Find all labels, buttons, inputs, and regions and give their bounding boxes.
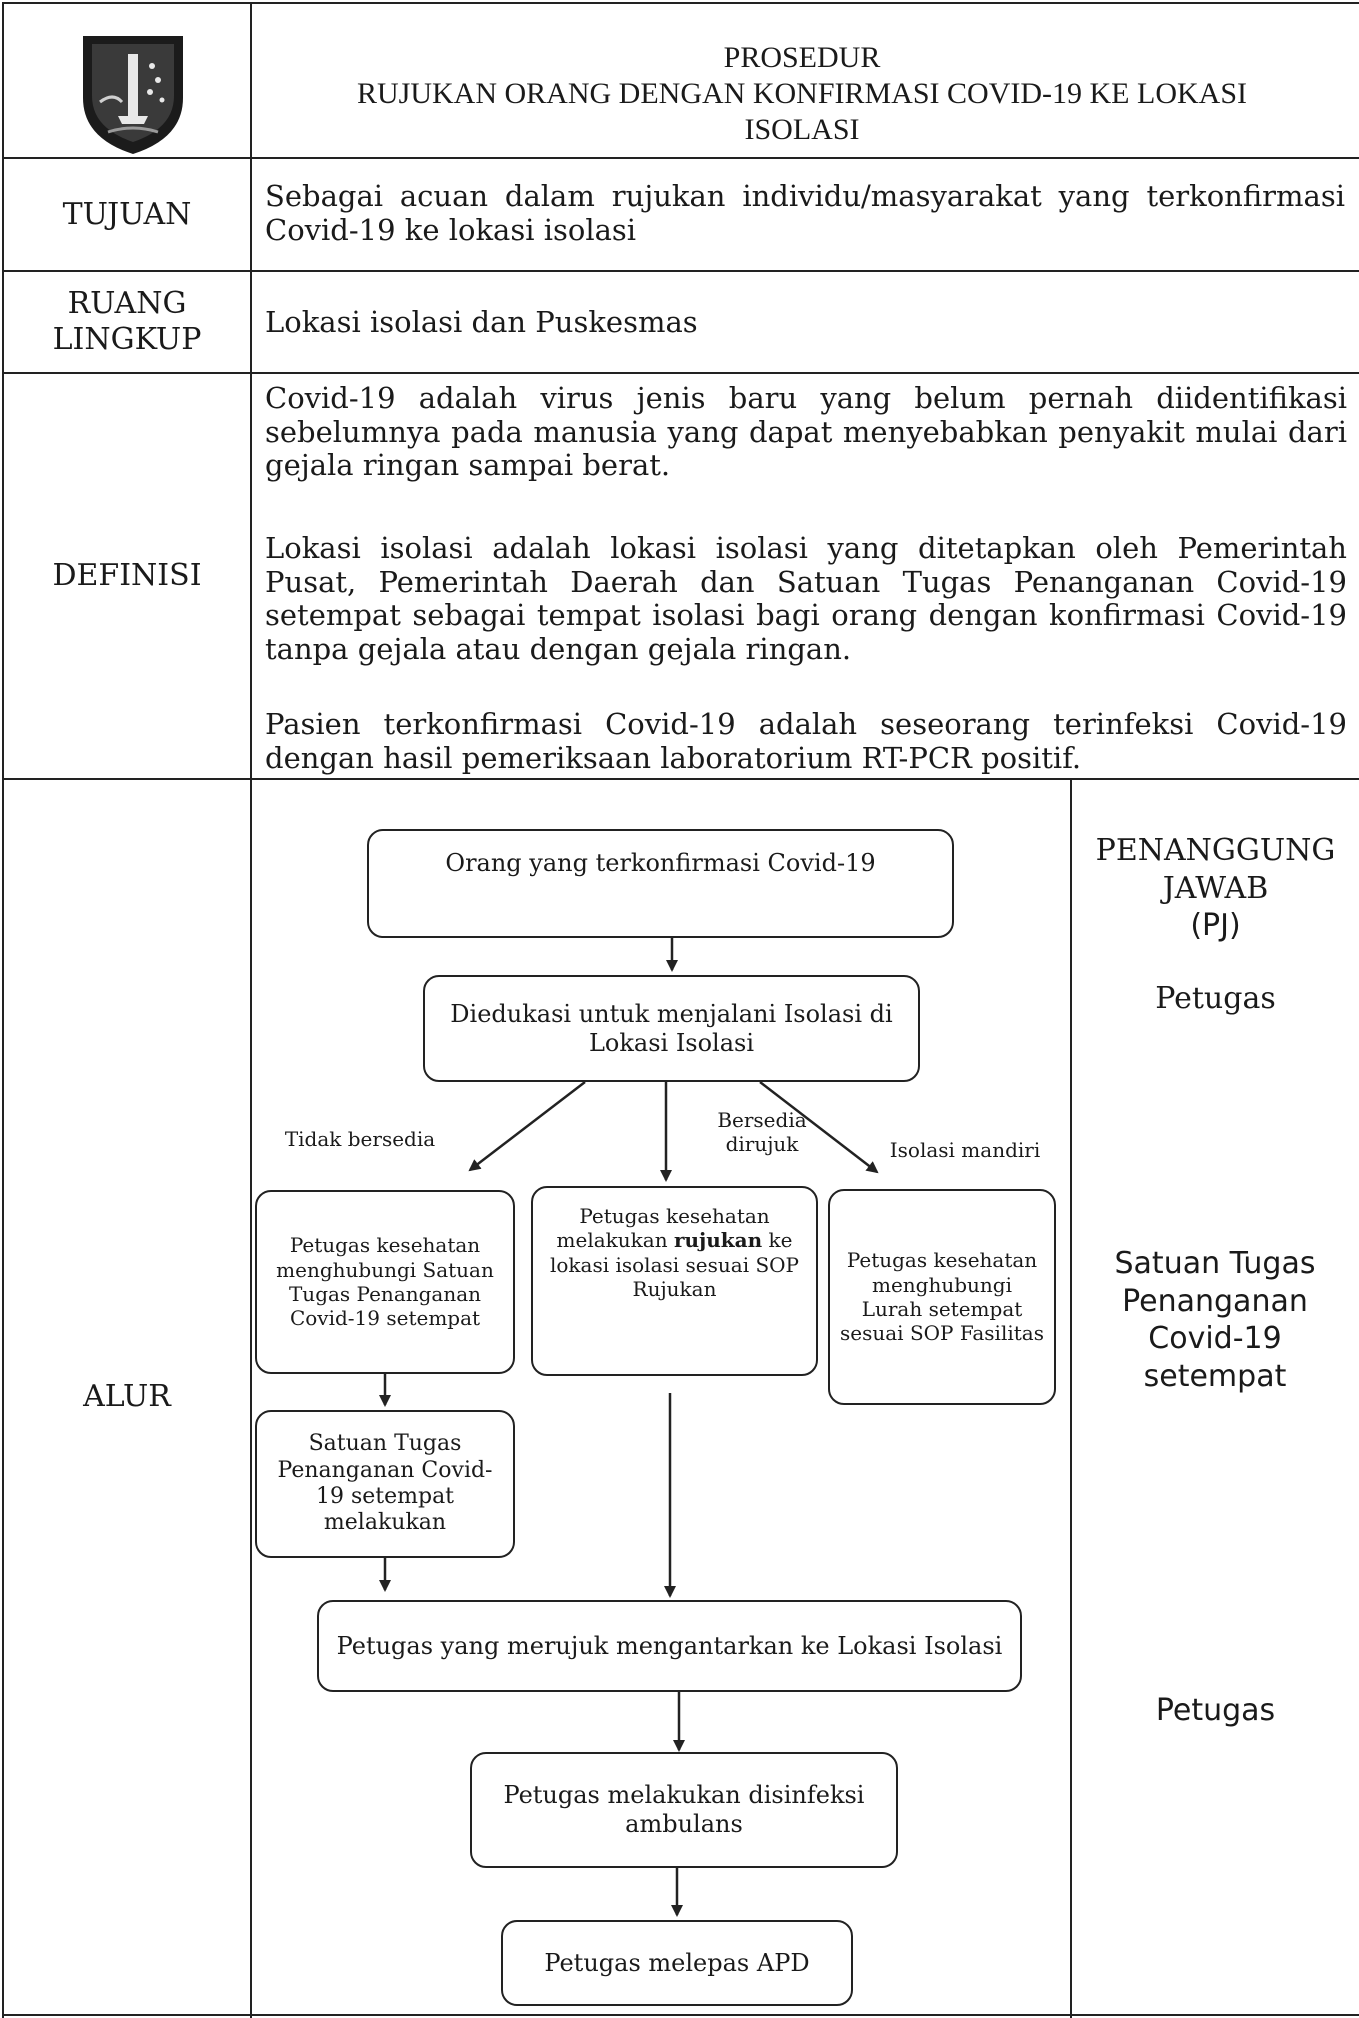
flow-disinfect-text: Petugas melakukan disinfeksi ambulans — [503, 1781, 865, 1838]
flow-box-mid-bold: rujukan — [673, 1228, 763, 1253]
title-line-1: PROSEDUR — [723, 41, 881, 74]
definisi-label: DEFINISI — [52, 558, 202, 593]
row-divider-tujuan — [2, 270, 1359, 272]
flow-box-left: Petugas kesehatan menghubungi Satuan Tug… — [255, 1190, 515, 1374]
flow-box-mid-pre: Petugas kesehatan melakukan — [556, 1204, 770, 1253]
flow-box-mid-post: ke lokasi isolasi sesuai SOP Rujukan — [549, 1228, 799, 1302]
flow-box-satgas-text: Satuan Tugas Penanganan Covid-19 setempa… — [277, 1431, 493, 1536]
row-divider-header — [2, 157, 1359, 159]
flow-box-right: Petugas kesehatan menghubungi Lurah sete… — [828, 1189, 1056, 1405]
table-border-left — [2, 2, 4, 2018]
branch-label-isolasi-mandiri: Isolasi mandiri — [889, 1138, 1041, 1162]
flow-box-left-text: Petugas kesehatan menghubungi Satuan Tug… — [276, 1233, 494, 1331]
alur-label: ALUR — [83, 1379, 171, 1414]
flow-box-satgas: Satuan Tugas Penanganan Covid-19 setempa… — [255, 1410, 515, 1558]
definisi-paragraph-3: Pasien terkonfirmasi Covid-19 adalah ses… — [265, 707, 1347, 775]
pj-petugas-1: Petugas — [1155, 981, 1276, 1016]
flow-apd-box: Petugas melepas APD — [501, 1920, 853, 2006]
branch-label-bersedia-dirujuk: Bersedia dirujuk — [717, 1108, 807, 1156]
table-border-top — [2, 2, 1359, 4]
flow-deliver-text: Petugas yang merujuk mengantarkan ke Lok… — [336, 1631, 1003, 1660]
flow-start-text: Orang yang terkonfirmasi Covid-19 — [445, 849, 876, 877]
ruang-lingkup-label-line1: RUANG — [67, 286, 187, 321]
ruang-lingkup-label-line2: LINGKUP — [52, 322, 202, 357]
pj-header-line2: JAWAB — [1162, 870, 1269, 906]
flow-educate-text: Diedukasi untuk menjalani Isolasi di Lok… — [450, 999, 893, 1057]
flow-start-box: Orang yang terkonfirmasi Covid-19 — [367, 829, 954, 938]
pj-header: PENANGGUNG JAWAB (PJ) — [1072, 832, 1359, 945]
title-line-3: ISOLASI — [744, 113, 860, 146]
branch-label-tidak-bersedia: Tidak bersedia — [284, 1127, 436, 1151]
flow-disinfect-box: Petugas melakukan disinfeksi ambulans — [470, 1752, 898, 1868]
flow-box-mid-text: Petugas kesehatan melakukan rujukan ke l… — [543, 1204, 806, 1302]
ruang-lingkup-label: RUANG LINGKUP — [4, 272, 250, 372]
pj-column-divider — [1070, 778, 1072, 2018]
arrow-educate-to-left — [468, 1081, 586, 1172]
pj-header-line1: PENANGGUNG — [1095, 833, 1336, 868]
arrow-educate-to-right — [759, 1081, 879, 1174]
flow-educate-box: Diedukasi untuk menjalani Isolasi di Lok… — [423, 975, 920, 1082]
flow-deliver-box: Petugas yang merujuk mengantarkan ke Lok… — [317, 1600, 1022, 1692]
table-column-divider — [250, 2, 252, 2018]
pj-header-line3: (PJ) — [1190, 908, 1241, 943]
flow-apd-text: Petugas melepas APD — [544, 1948, 810, 1977]
ruang-lingkup-text: Lokasi isolasi dan Puskesmas — [265, 305, 698, 339]
tujuan-label: TUJUAN — [62, 196, 192, 232]
provincial-emblem-icon — [78, 28, 188, 158]
page-title: PROSEDUR RUJUKAN ORANG DENGAN KONFIRMASI… — [252, 40, 1352, 148]
flow-box-right-text: Petugas kesehatan menghubungi Lurah sete… — [840, 1248, 1044, 1346]
title-line-2: RUJUKAN ORANG DENGAN KONFIRMASI COVID-19… — [357, 77, 1247, 110]
row-divider-ruang — [2, 372, 1359, 374]
definisi-paragraph-1: Covid-19 adalah virus jenis baru yang be… — [265, 381, 1347, 483]
table-border-bottom — [2, 2014, 1359, 2016]
definisi-paragraph-2: Lokasi isolasi adalah lokasi isolasi yan… — [265, 531, 1347, 666]
tujuan-text: Sebagai acuan dalam rujukan individu/mas… — [265, 179, 1345, 247]
pj-petugas-2: Petugas — [1155, 1693, 1276, 1728]
row-divider-definisi — [2, 778, 1359, 780]
pj-satgas: Satuan Tugas Penanganan Covid-19 setempa… — [1114, 1246, 1316, 1394]
flow-box-mid: Petugas kesehatan melakukan rujukan ke l… — [531, 1186, 818, 1376]
